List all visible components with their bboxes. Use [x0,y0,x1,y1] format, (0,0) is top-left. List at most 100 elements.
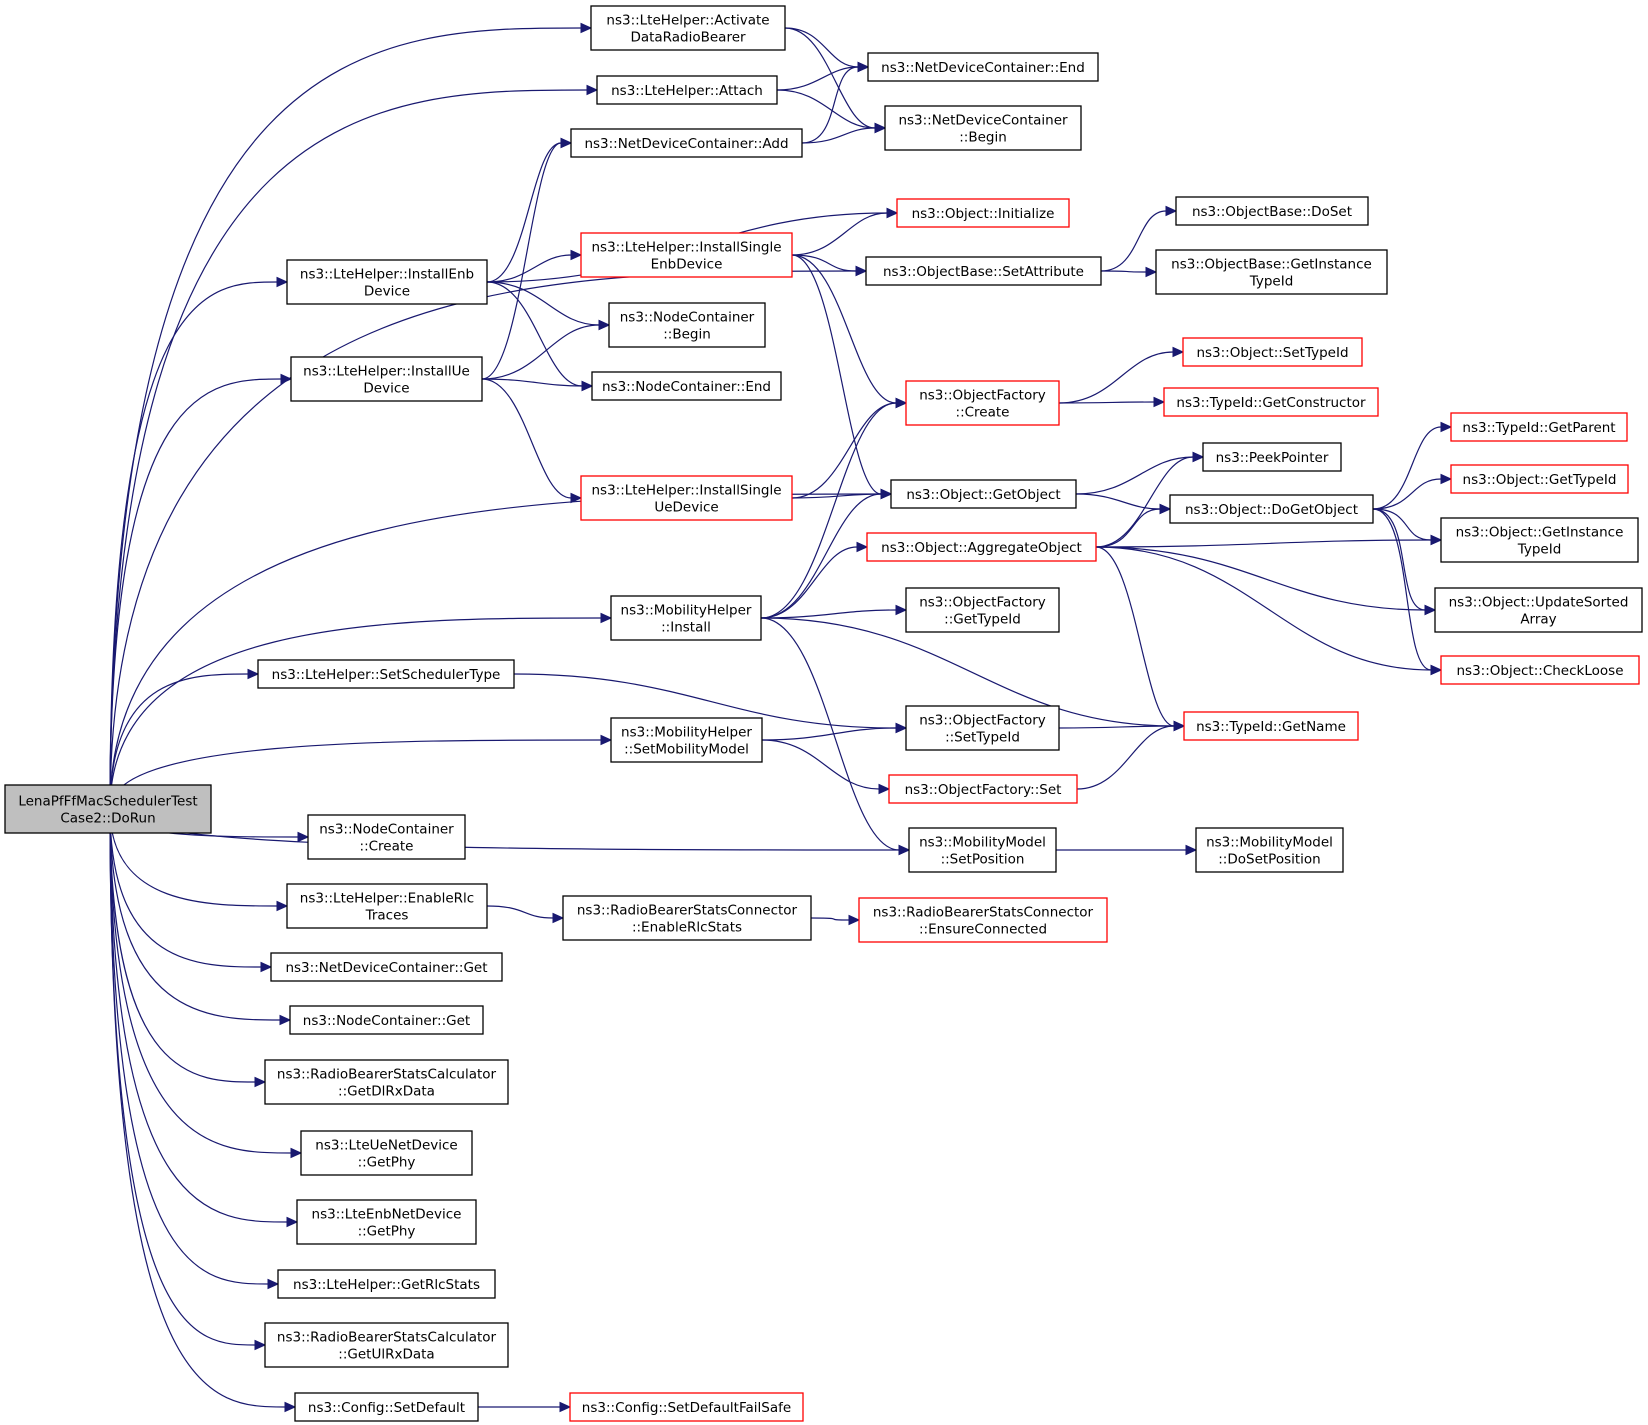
edge-line [109,673,249,810]
arrowhead [559,1401,572,1413]
arrowhead [856,541,869,553]
node-obj_init[interactable]: ns3::Object::Initialize [896,198,1070,228]
node-nc_create[interactable]: ns3::NodeContainer::Create [307,814,466,860]
node-box [1434,587,1643,633]
arrowhead [1173,720,1186,732]
edge-line [486,281,583,387]
node-ndc_get[interactable]: ns3::NetDeviceContainer::Get [270,952,503,982]
node-of_set[interactable]: ns3::ObjectFactory::Set [888,774,1078,804]
node-rbscalc_ul[interactable]: ns3::RadioBearerStatsCalculator::GetUlRx… [264,1322,509,1368]
node-of_create[interactable]: ns3::ObjectFactory::Create [905,380,1060,426]
node-ndc_add[interactable]: ns3::NetDeviceContainer::Add [570,128,803,158]
node-obase_doset[interactable]: ns3::ObjectBase::DoSet [1175,196,1369,226]
node-label-line: ns3::LteHelper::InstallUe [303,364,470,380]
edge-line [761,727,897,741]
node-mm_setpos[interactable]: ns3::MobilityModel::SetPosition [908,827,1057,873]
node-obj_settypeid[interactable]: ns3::Object::SetTypeId [1182,337,1363,367]
edge-line [760,609,897,619]
edge-line [109,808,900,851]
node-obase_setattr[interactable]: ns3::ObjectBase::SetAttribute [865,256,1102,286]
node-label-line: ns3::Object::DoGetObject [1185,502,1358,518]
node-tid_getctor[interactable]: ns3::TypeId::GetConstructor [1163,387,1379,417]
node-attach[interactable]: ns3::LteHelper::Attach [596,75,778,105]
node-obj_aggregate[interactable]: ns3::Object::AggregateObject [866,532,1097,562]
node-cfg_setdefault[interactable]: ns3::Config::SetDefault [294,1392,479,1422]
node-box [257,659,515,689]
edge-line [1095,539,1432,548]
node-box [300,1130,473,1176]
node-ndc_begin[interactable]: ns3::NetDeviceContainer::Begin [884,105,1082,151]
node-box [290,356,483,402]
node-tid_getname[interactable]: ns3::TypeId::GetName [1183,711,1359,741]
edge-line [1058,401,1155,404]
edge-line [1075,493,1161,510]
node-rbsc_ensure[interactable]: ns3::RadioBearerStatsConnector::EnsureCo… [858,897,1108,943]
node-label-line: ns3::TypeId::GetConstructor [1176,395,1366,411]
node-label-line: ns3::NetDeviceContainer::Get [285,960,487,976]
node-box [580,475,793,521]
edge-ndc_add-to-ndc_end [801,61,870,144]
edge-obj_aggregate-to-peekpointer [1095,451,1205,548]
edge-mh_install-to-of_gettypeid [760,604,908,619]
edge-lh_single_enb-to-obase_setattr [791,254,868,277]
edge-obase_setattr-to-obase_doset [1100,205,1178,272]
node-label-line: Array [1520,612,1556,628]
node-obj_dogetobject[interactable]: ns3::Object::DoGetObject [1169,494,1374,524]
node-box [286,259,488,305]
node-cfg_setdefaultfs[interactable]: ns3::Config::SetDefaultFailSafe [569,1392,804,1422]
edge-line [486,281,600,326]
node-lh_setsched[interactable]: ns3::LteHelper::SetSchedulerType [257,659,515,689]
node-obj_getobject[interactable]: ns3::Object::GetObject [890,479,1077,509]
edge-obj_aggregate-to-obj_gitid [1095,534,1443,548]
edge-rbsc_enablerlc-to-rbsc_ensure [810,914,861,926]
node-nc_get[interactable]: ns3::NodeContainer::Get [289,1005,484,1035]
edge-obj_dogetobject-to-tid_getparent [1372,421,1453,510]
node-ndc_end[interactable]: ns3::NetDeviceContainer::End [867,52,1099,82]
edge-line [109,617,602,810]
node-label-line: ns3::Object::CheckLoose [1456,663,1623,679]
node-label-line: ::GetPhy [358,1155,416,1171]
node-label-line: ::Begin [663,327,711,343]
node-obj_gettypeid[interactable]: ns3::Object::GetTypeId [1450,464,1629,494]
arrowhead [279,1014,292,1026]
node-mh_setmobility[interactable]: ns3::MobilityHelper::SetMobilityModel [610,717,763,763]
node-lh_getrlc[interactable]: ns3::LteHelper::GetRlcStats [277,1269,496,1299]
node-label-line: ns3::ObjectBase::SetAttribute [883,264,1084,280]
node-rbscalc_dl[interactable]: ns3::RadioBearerStatsCalculator::GetDlRx… [264,1059,509,1105]
node-tid_getparent[interactable]: ns3::TypeId::GetParent [1450,412,1628,442]
node-mh_install[interactable]: ns3::MobilityHelper::Install [610,595,762,641]
node-label-line: ns3::Object::GetInstance [1456,525,1624,541]
edge-line [791,254,897,404]
node-rbsc_enablerlc[interactable]: ns3::RadioBearerStatsConnector::EnableRl… [562,895,812,941]
node-box [286,883,488,929]
edge-line [1095,508,1161,548]
node-label-line: ::Begin [959,130,1007,146]
node-peekpointer[interactable]: ns3::PeekPointer [1202,442,1342,472]
node-nc_begin[interactable]: ns3::NodeContainer::Begin [608,302,766,348]
node-ue_getphy[interactable]: ns3::LteUeNetDevice::GetPhy [300,1130,473,1176]
node-mm_dosetpos[interactable]: ns3::MobilityModel::DoSetPosition [1195,827,1344,873]
node-obj_checkloose[interactable]: ns3::Object::CheckLoose [1440,655,1640,685]
node-label-line: ns3::LteHelper::GetRlcStats [293,1277,480,1293]
node-of_settypeid[interactable]: ns3::ObjectFactory::SetTypeId [905,705,1060,751]
node-nc_end[interactable]: ns3::NodeContainer::End [591,371,782,401]
node-enb_getphy[interactable]: ns3::LteEnbNetDevice::GetPhy [296,1199,477,1245]
node-label-line: ns3::MobilityHelper [621,725,752,741]
node-label-line: LenaPfFfMacSchedulerTest [18,794,197,810]
node-box [1202,442,1342,472]
node-label-line: ns3::NodeContainer [620,310,755,326]
edge-mh_setmobility-to-of_set [761,739,891,795]
edge-lh_single_enb-to-obj_getobject [791,254,893,500]
node-label-line: ns3::ObjectFactory [919,713,1046,729]
node-of_gettypeid[interactable]: ns3::ObjectFactory::GetTypeId [905,587,1060,633]
